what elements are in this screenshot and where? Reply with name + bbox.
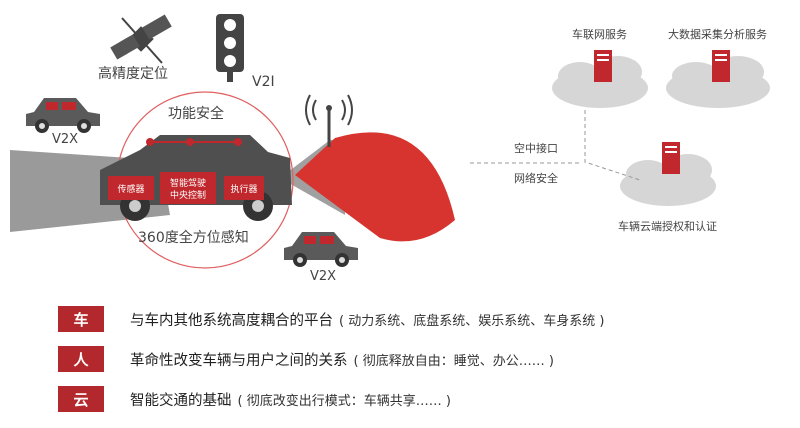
row-car: 车 与车内其他系统高度耦合的平台 ( 动力系统、底盘系统、娱乐系统、车身系统 )	[58, 306, 604, 332]
cloud-telematics	[552, 56, 648, 108]
server-icon	[662, 142, 680, 174]
row-detail: ( 彻底释放自由：睡觉、办公…… )	[353, 353, 554, 369]
network-security-label: 网络安全	[514, 171, 558, 185]
module-actuator: 执行器	[230, 183, 257, 195]
telematics-service-label: 车联网服务	[572, 27, 627, 41]
module-central-box	[160, 172, 216, 204]
air-interface-label: 空中接口	[514, 141, 558, 155]
red-radar-cone	[295, 132, 455, 242]
perception-label: 360度全方位感知	[138, 229, 249, 246]
bigdata-service-label: 大数据采集分析服务	[668, 27, 767, 41]
row-person: 人 革命性改变车辆与用户之间的关系 ( 彻底释放自由：睡觉、办公…… )	[58, 346, 554, 372]
v2x-top-label: V2X	[52, 132, 78, 147]
car-v2x-bottom	[284, 232, 358, 267]
module-sensor: 传感器	[117, 183, 144, 195]
module-sensor-box	[108, 176, 154, 200]
module-central-line2: 中央控制	[170, 189, 206, 201]
server-icon	[712, 50, 730, 82]
car-v2x-top	[26, 98, 100, 133]
antenna-icon	[305, 94, 353, 147]
module-actuator-box	[224, 176, 264, 200]
row-title: 与车内其他系统高度耦合的平台	[130, 312, 333, 329]
row-cloud: 云 智能交通的基础 ( 彻底改变出行模式：车辆共享…… )	[58, 386, 451, 412]
row-title: 革命性改变车辆与用户之间的关系	[130, 352, 348, 369]
server-icon	[594, 50, 612, 82]
v2x-bottom-label: V2X	[310, 269, 336, 284]
row-badge: 人	[58, 346, 104, 372]
row-badge: 云	[58, 386, 104, 412]
row-detail: ( 彻底改变出行模式：车辆共享…… )	[237, 393, 451, 409]
cloud-auth-label: 车辆云端授权和认证	[618, 219, 717, 233]
connector-lines	[470, 110, 641, 181]
module-central-line1: 智能驾驶	[170, 177, 206, 189]
row-badge: 车	[58, 306, 104, 332]
traffic-light-icon	[216, 14, 244, 82]
row-detail: ( 动力系统、底盘系统、娱乐系统、车身系统 )	[339, 313, 605, 329]
hd-positioning-label: 高精度定位	[98, 65, 168, 82]
satellite-icon	[110, 14, 172, 64]
functional-safety-label: 功能安全	[168, 105, 224, 122]
v2i-label: V2I	[252, 74, 275, 90]
row-title: 智能交通的基础	[130, 392, 232, 409]
